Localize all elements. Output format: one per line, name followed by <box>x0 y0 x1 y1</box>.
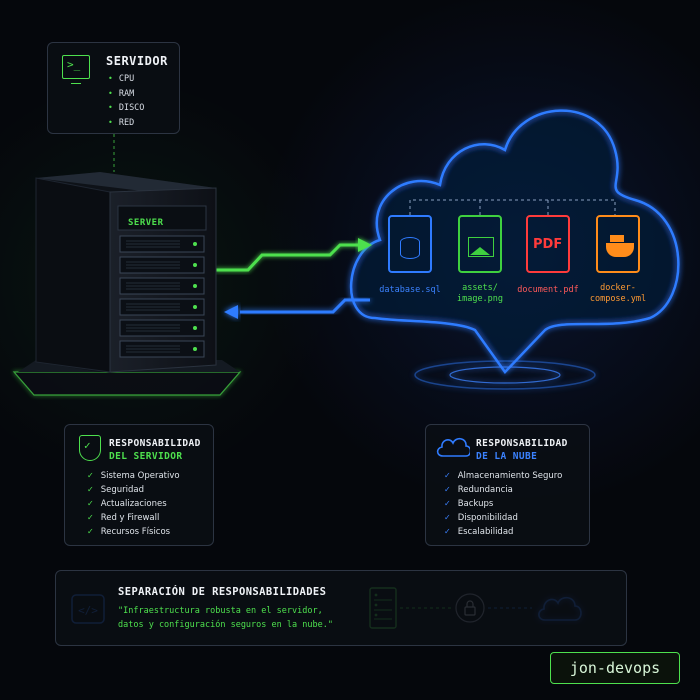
list-item: ✓Disponibilidad <box>444 513 518 523</box>
image-icon <box>468 237 494 257</box>
server-specs-list: CPU RAM DISCO RED <box>108 72 145 131</box>
rack-led <box>193 263 197 267</box>
check-icon: ✓ <box>87 485 94 494</box>
cloud-outline <box>350 109 680 374</box>
check-icon: ✓ <box>87 527 94 536</box>
server-resp-title: RESPONSABILIDAD <box>109 438 201 449</box>
glow-ring-inner <box>449 366 561 384</box>
terminal-monitor-icon: >_ <box>62 55 90 84</box>
brand-badge[interactable]: jon-devops <box>550 652 680 684</box>
list-item: ✓Almacenamiento Seguro <box>444 471 563 481</box>
cloud-responsibility-panel: RESPONSABILIDAD DE LA NUBE ✓Almacenamien… <box>425 424 590 546</box>
spec-item: CPU <box>108 72 144 87</box>
glow-ring-outer <box>414 360 596 390</box>
server-responsibility-panel: ✓ RESPONSABILIDAD DEL SERVIDOR ✓Sistema … <box>64 424 214 546</box>
rack-units <box>119 235 205 358</box>
database-icon <box>400 237 420 259</box>
list-item: ✓Seguridad <box>87 485 144 495</box>
file-label: database.sql <box>379 285 441 295</box>
server-label: SERVER <box>128 218 164 228</box>
spec-item: DISCO <box>108 101 145 116</box>
check-icon: ✓ <box>444 485 451 494</box>
download-arrow-head <box>224 305 238 319</box>
list-item: ✓Red y Firewall <box>87 513 160 523</box>
file-label: docker- compose.yml <box>589 283 647 304</box>
file-database[interactable] <box>388 215 432 273</box>
list-item: ✓Actualizaciones <box>87 499 167 509</box>
file-connector <box>409 199 616 215</box>
pdf-icon: PDF <box>533 237 563 252</box>
file-label: assets/ image.png <box>456 283 504 304</box>
file-label: document.pdf <box>517 285 579 295</box>
list-item: ✓Backups <box>444 499 494 509</box>
rack-led <box>193 326 197 330</box>
file-pdf[interactable]: PDF <box>526 215 570 273</box>
list-item: ✓Redundancia <box>444 485 513 495</box>
download-arrow <box>240 298 370 314</box>
upload-arrow-head <box>358 238 372 252</box>
check-icon: ✓ <box>444 471 451 480</box>
cloud-icon <box>436 437 470 457</box>
spec-item: RAM <box>108 87 144 102</box>
check-icon: ✓ <box>444 499 451 508</box>
separation-panel <box>55 570 627 646</box>
rack-led <box>193 284 197 288</box>
upload-arrow <box>215 243 360 272</box>
brand-handle: jon-devops <box>569 659 661 677</box>
rack-led <box>193 305 197 309</box>
server-specs-title: SERVIDOR <box>106 54 168 68</box>
server-resp-subtitle: DEL SERVIDOR <box>109 451 183 462</box>
separation-quote-line2: datos y configuración seguros en la nube… <box>118 620 333 630</box>
list-item: ✓Recursos Físicos <box>87 527 171 537</box>
file-image[interactable] <box>458 215 502 273</box>
separation-quote-line1: "Infraestructura robusta en el servidor, <box>118 606 323 616</box>
check-icon: ✓ <box>87 513 94 522</box>
file-docker[interactable] <box>596 215 640 273</box>
check-icon: ✓ <box>444 527 451 536</box>
list-item: ✓Sistema Operativo <box>87 471 180 481</box>
docker-icon <box>606 243 634 257</box>
cloud-resp-title: RESPONSABILIDAD <box>476 438 568 449</box>
rack-led <box>193 242 197 246</box>
check-icon: ✓ <box>444 513 451 522</box>
list-item: ✓Escalabilidad <box>444 527 514 537</box>
rack-led <box>193 347 197 351</box>
check-icon: ✓ <box>87 499 94 508</box>
shield-check-icon: ✓ <box>79 435 101 461</box>
check-icon: ✓ <box>87 471 94 480</box>
separation-title: SEPARACIÓN DE RESPONSABILIDADES <box>118 586 327 598</box>
cloud-resp-subtitle: DE LA NUBE <box>476 451 538 462</box>
spec-item: RED <box>108 116 144 131</box>
